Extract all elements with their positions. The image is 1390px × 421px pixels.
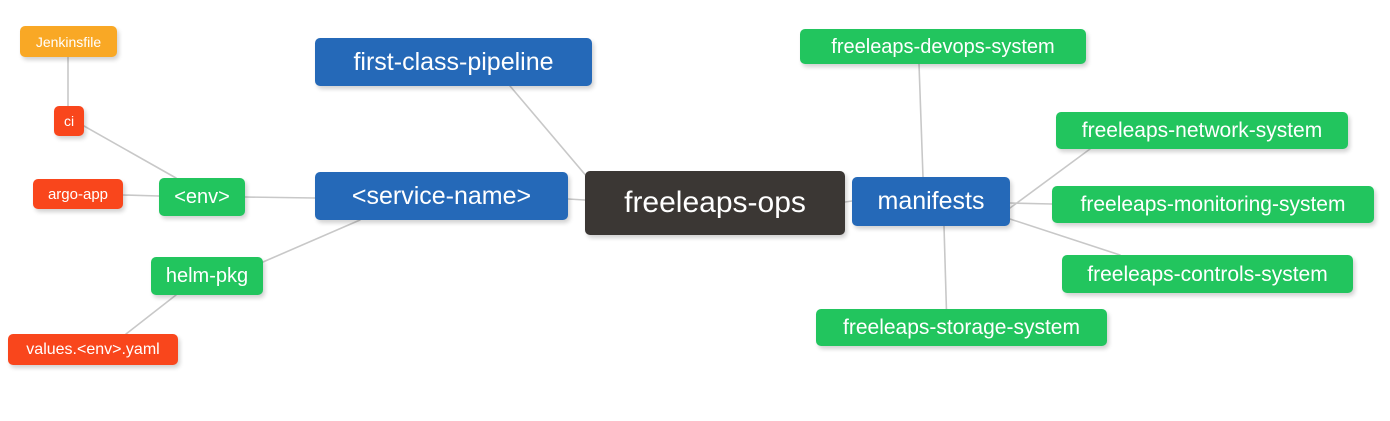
mindmap-node-values-env-yaml[interactable]: values.<env>.yaml	[8, 334, 178, 365]
mindmap-node-freeleaps-ops[interactable]: freeleaps-ops	[585, 171, 845, 235]
node-label: first-class-pipeline	[353, 47, 554, 76]
mindmap-node-freeleaps-storage-system[interactable]: freeleaps-storage-system	[816, 309, 1107, 346]
node-label: Jenkinsfile	[35, 33, 102, 50]
edge-env-to-argo-app	[122, 194, 160, 197]
mindmap-node-freeleaps-controls-system[interactable]: freeleaps-controls-system	[1062, 255, 1353, 293]
edge-manifests-to-freeleaps-controls-system	[1009, 218, 1121, 256]
node-label: <service-name>	[351, 181, 532, 210]
mindmap-node-first-class-pipeline[interactable]: first-class-pipeline	[315, 38, 592, 86]
mindmap-node-jenkinsfile[interactable]: Jenkinsfile	[20, 26, 117, 57]
edge-service-name-to-helm-pkg	[262, 219, 361, 263]
edge-freeleaps-ops-to-first-class-pipeline	[509, 85, 589, 179]
node-label: helm-pkg	[165, 265, 249, 287]
mindmap-node-freeleaps-monitoring-system[interactable]: freeleaps-monitoring-system	[1052, 186, 1374, 223]
edge-freeleaps-ops-to-manifests	[844, 200, 853, 203]
node-label: argo-app	[47, 185, 109, 203]
edge-manifests-to-freeleaps-monitoring-system	[1009, 202, 1053, 205]
node-label: freeleaps-devops-system	[831, 35, 1055, 58]
mindmap-node-env[interactable]: <env>	[159, 178, 245, 216]
node-label: freeleaps-network-system	[1081, 119, 1323, 142]
mindmap-node-service-name[interactable]: <service-name>	[315, 172, 568, 220]
node-label: freeleaps-ops	[624, 186, 806, 219]
node-label: values.<env>.yaml	[26, 340, 160, 358]
mindmap-node-argo-app[interactable]: argo-app	[33, 179, 123, 209]
mindmap-node-ci[interactable]: ci	[54, 106, 84, 136]
mindmap-node-freeleaps-network-system[interactable]: freeleaps-network-system	[1056, 112, 1348, 149]
node-label: ci	[63, 113, 75, 129]
edge-env-to-ci	[83, 125, 177, 179]
node-label: <env>	[174, 186, 230, 208]
node-label: manifests	[877, 187, 985, 215]
edge-service-name-to-env	[244, 196, 316, 199]
node-label: freeleaps-storage-system	[843, 316, 1080, 339]
edge-helm-pkg-to-values-env-yaml	[125, 294, 177, 335]
edge-freeleaps-ops-to-service-name	[567, 198, 586, 201]
mindmap-node-helm-pkg[interactable]: helm-pkg	[151, 257, 263, 295]
node-label: freeleaps-controls-system	[1087, 262, 1328, 286]
mindmap-node-freeleaps-devops-system[interactable]: freeleaps-devops-system	[800, 29, 1086, 64]
edge-manifests-to-freeleaps-devops-system	[918, 63, 924, 178]
node-label: freeleaps-monitoring-system	[1080, 193, 1346, 216]
mindmap-node-manifests[interactable]: manifests	[852, 177, 1010, 226]
